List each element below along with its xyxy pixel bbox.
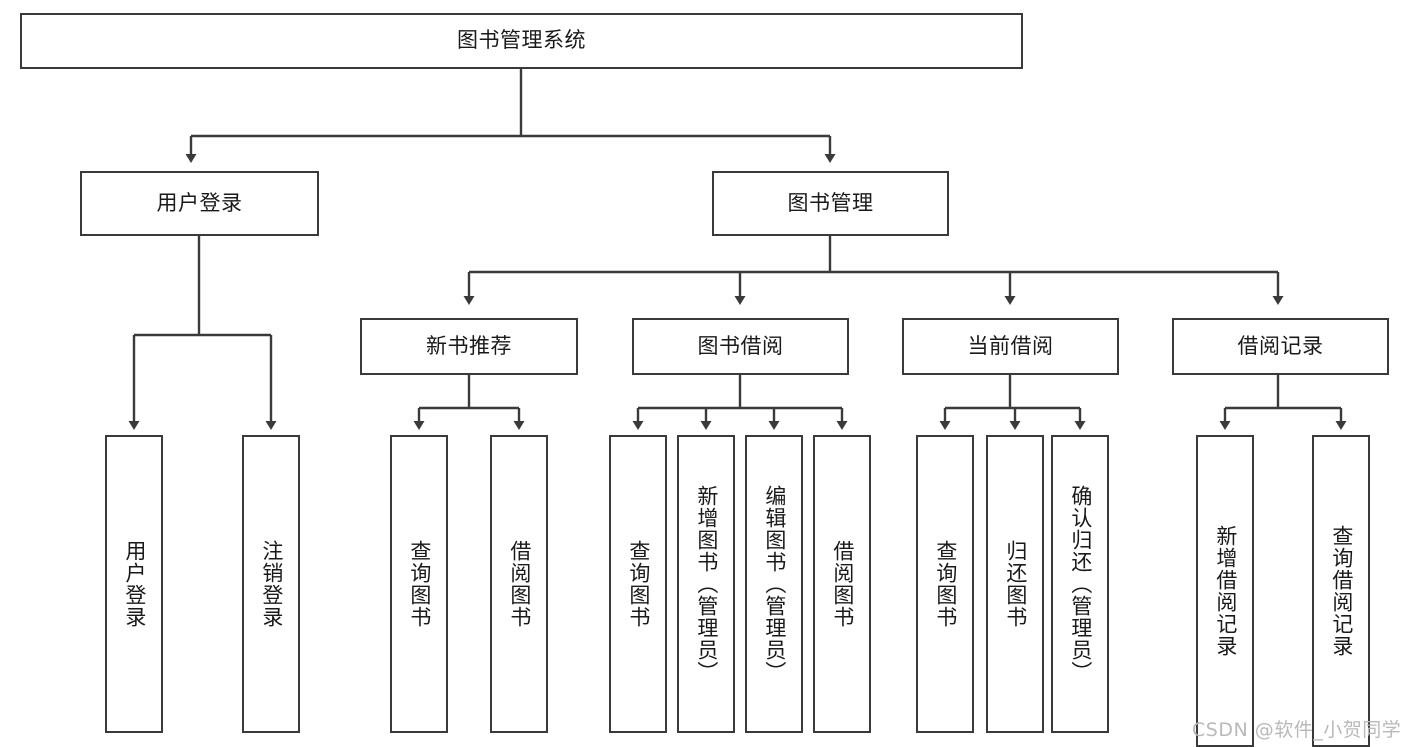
node-root-label: 图书管理系统: [457, 28, 586, 53]
leaf-borrow-edit-book-admin-label: 编辑图书（管理员）: [762, 485, 787, 683]
node-new-book-recommend-label: 新书推荐: [426, 333, 512, 358]
node-book-borrow-label: 图书借阅: [697, 333, 784, 358]
leaf-records-query-record-label: 查询借阅记录: [1329, 525, 1354, 657]
leaf-borrow-borrow-book[interactable]: 借阅图书: [813, 435, 871, 733]
leaf-borrow-query-book-label: 查询图书: [626, 540, 651, 628]
leaf-newbook-query-book-label: 查询图书: [407, 540, 432, 628]
csdn-watermark: CSDN @软件_小贺同学: [1192, 719, 1402, 741]
leaf-newbook-query-book[interactable]: 查询图书: [390, 435, 448, 733]
leaf-current-confirm-return-admin[interactable]: 确认归还（管理员）: [1051, 435, 1109, 733]
leaf-user-login[interactable]: 用户登录: [105, 435, 163, 733]
leaf-borrow-edit-book-admin[interactable]: 编辑图书（管理员）: [745, 435, 803, 733]
node-book-management[interactable]: 图书管理: [712, 171, 949, 236]
node-new-book-recommend[interactable]: 新书推荐: [360, 318, 578, 375]
node-book-management-label: 图书管理: [787, 190, 874, 215]
node-user-login[interactable]: 用户登录: [80, 171, 319, 236]
node-book-borrow[interactable]: 图书借阅: [632, 318, 849, 375]
leaf-borrow-add-book-admin[interactable]: 新增图书（管理员）: [677, 435, 735, 733]
leaf-current-return-book[interactable]: 归还图书: [986, 435, 1044, 733]
node-current-borrow[interactable]: 当前借阅: [902, 318, 1119, 375]
leaf-borrow-query-book[interactable]: 查询图书: [609, 435, 667, 733]
leaf-records-add-record[interactable]: 新增借阅记录: [1196, 435, 1254, 747]
node-user-login-label: 用户登录: [156, 190, 243, 215]
leaf-newbook-borrow-book-label: 借阅图书: [507, 540, 532, 628]
leaf-user-login-label: 用户登录: [122, 540, 147, 628]
node-borrow-records[interactable]: 借阅记录: [1172, 318, 1389, 375]
node-borrow-records-label: 借阅记录: [1237, 333, 1324, 358]
leaf-records-add-record-label: 新增借阅记录: [1213, 525, 1238, 657]
leaf-borrow-borrow-book-label: 借阅图书: [830, 540, 855, 628]
leaf-records-query-record[interactable]: 查询借阅记录: [1312, 435, 1370, 747]
leaf-borrow-add-book-admin-label: 新增图书（管理员）: [694, 485, 719, 683]
leaf-current-query-book-label: 查询图书: [933, 540, 958, 628]
leaf-current-return-book-label: 归还图书: [1003, 540, 1028, 628]
node-root[interactable]: 图书管理系统: [20, 13, 1023, 69]
leaf-logout[interactable]: 注销登录: [242, 435, 300, 733]
leaf-current-confirm-return-admin-label: 确认归还（管理员）: [1068, 485, 1093, 683]
leaf-newbook-borrow-book[interactable]: 借阅图书: [490, 435, 548, 733]
leaf-logout-label: 注销登录: [259, 540, 284, 628]
leaf-current-query-book[interactable]: 查询图书: [916, 435, 974, 733]
node-current-borrow-label: 当前借阅: [967, 333, 1054, 358]
